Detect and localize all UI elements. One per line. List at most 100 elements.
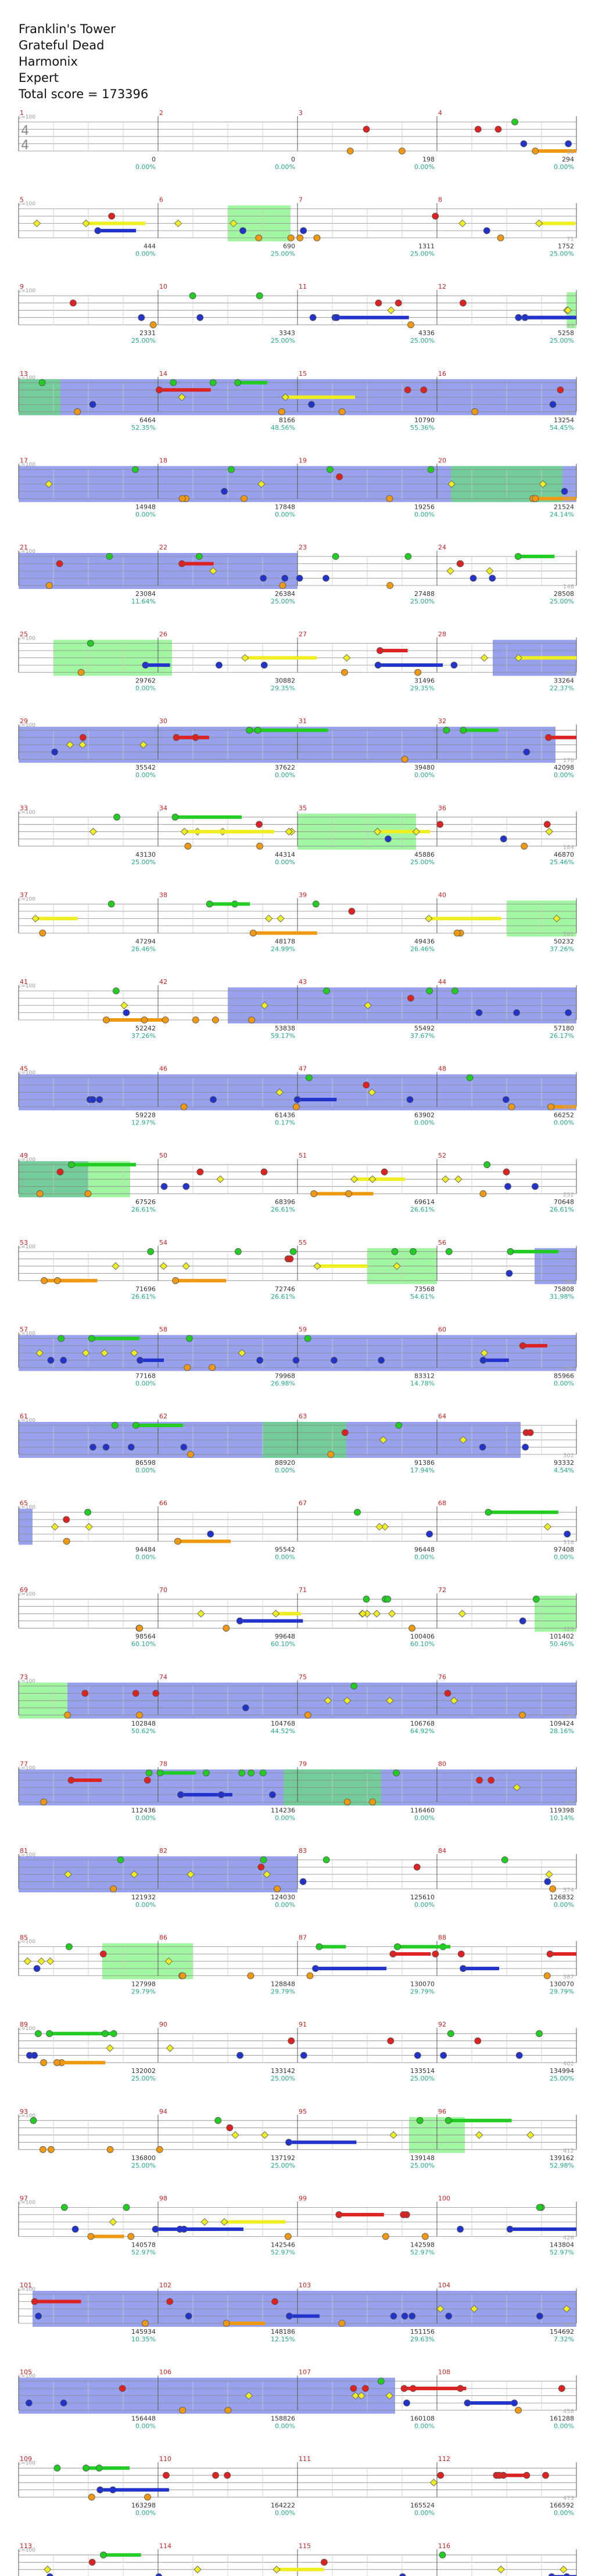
note-gem: [521, 842, 528, 850]
measure-number: 62: [159, 1413, 167, 1420]
note-gem: [192, 734, 199, 741]
measure-score: 6464: [139, 416, 156, 424]
note-gem: [412, 828, 420, 836]
measure-score: 77168: [135, 1372, 156, 1379]
note-gem: [41, 1277, 48, 1284]
sustain-tail: [379, 649, 408, 653]
note-gem: [377, 647, 383, 654]
measure-percent: 0.00%: [135, 771, 156, 779]
tempo-marking: ♩=100: [19, 1939, 35, 1945]
note-gem: [436, 821, 444, 828]
note-gem: [247, 1972, 255, 1979]
sustain-tail: [377, 829, 431, 833]
measure-percent: 37.26%: [550, 945, 574, 953]
note-gem: [386, 495, 393, 502]
note-gem: [313, 1262, 321, 1270]
measure-percent: 25.00%: [550, 250, 574, 258]
note-gem: [312, 1965, 319, 1973]
note-gem: [443, 727, 450, 734]
sustain-tail: [535, 149, 576, 153]
note-gem: [101, 2030, 109, 2038]
note-gem: [127, 2233, 135, 2240]
note-gem: [406, 1096, 414, 1103]
note-gem: [96, 2486, 104, 2494]
note-gem: [293, 1096, 301, 1103]
sustain-tail: [91, 1336, 140, 1341]
note-gem: [395, 299, 402, 307]
note-gem: [79, 734, 87, 741]
note-gem: [485, 1508, 492, 1516]
sustain-tail: [428, 917, 501, 921]
note-gem: [561, 488, 568, 495]
note-count: 184: [563, 845, 574, 851]
note-gem: [166, 2298, 174, 2305]
measure-number: 44: [438, 978, 446, 986]
measure-score: 132002: [131, 2067, 156, 2075]
note-gem: [299, 1878, 307, 1885]
note-gem: [81, 1690, 89, 1697]
note-gem: [53, 2464, 61, 2472]
measure-percent: 0.00%: [275, 771, 295, 779]
note-gem: [206, 900, 213, 908]
note-count: 473: [563, 2495, 574, 2502]
note-count: 442: [563, 2322, 574, 2328]
note-gem: [532, 1183, 539, 1190]
measure-percent: 44.52%: [271, 1727, 295, 1735]
measure-number: 107: [299, 2369, 311, 2376]
note-gem: [271, 2298, 278, 2305]
measure-score: 68396: [275, 1198, 295, 1206]
sustain-tail: [71, 1778, 102, 1782]
measure-percent: 29.79%: [131, 1988, 156, 1996]
note-gem: [292, 1356, 300, 1364]
note-gem: [66, 1943, 73, 1950]
note-gem: [160, 1183, 168, 1190]
sustain-tail: [100, 2488, 169, 2492]
measure-number: 64: [438, 1413, 446, 1420]
measure-score: 1752: [558, 243, 574, 250]
measure-percent: 0.00%: [135, 685, 156, 692]
note-gem: [174, 1537, 181, 1545]
note-count: 412: [563, 2148, 574, 2154]
note-gem: [113, 813, 121, 821]
note-gem: [60, 2204, 68, 2211]
measure-percent: 24.99%: [271, 945, 295, 953]
note-gem: [459, 299, 467, 307]
note-gem: [285, 2312, 293, 2320]
note-gem: [256, 292, 263, 300]
note-gem: [112, 987, 120, 994]
tempo-marking: ♩=100: [19, 1679, 35, 1684]
note-gem: [382, 2233, 389, 2240]
note-gem: [324, 1697, 332, 1705]
note-gem: [85, 1523, 93, 1531]
note-gem: [474, 2037, 482, 2045]
note-gem: [457, 1950, 465, 1958]
measure-number: 7: [299, 196, 303, 204]
note-gem: [543, 1972, 551, 1979]
measure-percent: 0.00%: [135, 1379, 156, 1387]
measure-number: 82: [159, 1847, 167, 1855]
sustain-tail: [339, 2212, 384, 2216]
note-gem: [245, 2392, 253, 2400]
measure-score: 156448: [131, 2415, 156, 2423]
sustain-tail: [467, 2401, 518, 2405]
note-gem: [393, 1262, 401, 1270]
note-gem: [99, 1950, 107, 1958]
measure-score: 66252: [554, 1112, 574, 1119]
measure-percent: 25.46%: [550, 858, 574, 866]
measure-score: 93332: [554, 1459, 574, 1467]
measure-number: 111: [299, 2455, 311, 2463]
note-count: 426: [563, 2234, 574, 2241]
sustain-tail: [289, 2314, 320, 2318]
measure-score: 99648: [275, 1633, 295, 1640]
note-gem: [69, 299, 77, 307]
note-gem: [123, 1009, 130, 1016]
note-gem: [53, 2059, 60, 2067]
note-gem: [305, 1074, 313, 1082]
measure-percent: 0.00%: [414, 1119, 435, 1127]
measure-number: 89: [20, 2021, 28, 2028]
sustain-tail: [159, 388, 211, 392]
note-gem: [260, 574, 267, 582]
measure-number: 92: [438, 2021, 446, 2028]
note-gem: [216, 662, 223, 669]
note-gem: [338, 2320, 346, 2327]
